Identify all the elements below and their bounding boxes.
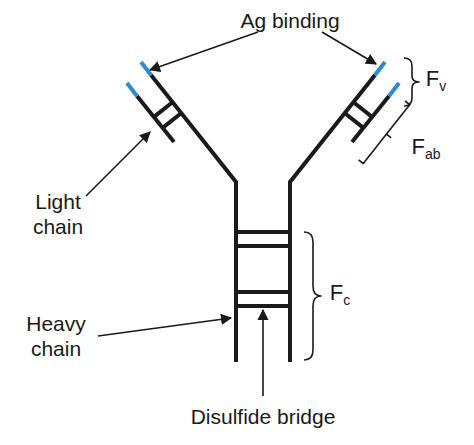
disulfide-bond [236, 230, 290, 234]
disulfide-bond [353, 102, 372, 117]
binding-tip [375, 62, 385, 75]
chain-label: Heavy chain [16, 311, 96, 361]
bond-label: Disulfide bridge [153, 404, 373, 429]
chain-label: Light chain [18, 189, 98, 239]
leader-arrow [322, 32, 376, 64]
disulfide-bond [236, 244, 290, 248]
leader-arrow [262, 310, 264, 396]
binding-tip [127, 83, 137, 96]
disulfide-bond [236, 304, 290, 308]
binding-tip [141, 62, 151, 75]
leader-arrow [86, 132, 150, 196]
disulfide-bond [154, 102, 173, 117]
disulfide-bond [345, 113, 364, 128]
fragment-label: Fv [411, 66, 461, 99]
disulfide-bond [236, 290, 290, 294]
leader-arrow [150, 32, 258, 70]
region-brace [304, 232, 321, 360]
region-brace [359, 101, 410, 164]
fragment-label: Fab [396, 134, 456, 167]
leader-arrow [98, 318, 231, 336]
region-brace [404, 58, 419, 106]
region-label: Ag binding [220, 8, 360, 33]
heavy-chain [290, 75, 375, 362]
light-chain [352, 96, 389, 142]
light-chain [137, 96, 174, 142]
disulfide-bond [163, 113, 182, 128]
binding-tip [389, 83, 399, 96]
fragment-label: Fc [315, 280, 365, 313]
